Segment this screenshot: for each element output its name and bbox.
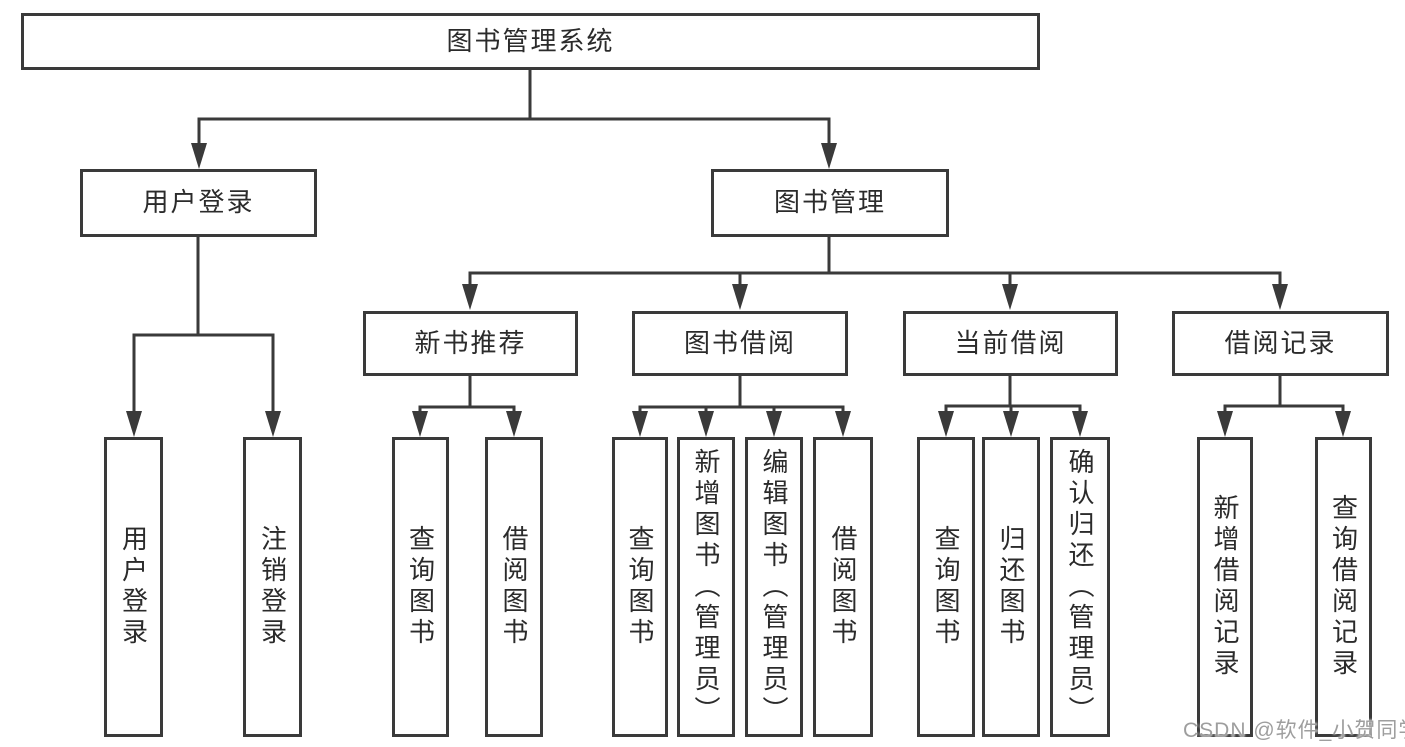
arrowhead-icon: [506, 411, 522, 437]
arrowhead-icon: [698, 411, 714, 437]
node-book-borrowing: 图书借阅: [632, 311, 848, 376]
arrowhead-icon: [835, 411, 851, 437]
leaf-confirm-return-admin: 确认归还（管理员）: [1050, 437, 1110, 737]
edge-bookborrow-to-leaves: [638, 374, 845, 430]
arrowhead-icon: [1272, 284, 1288, 310]
arrowhead-icon: [1335, 411, 1351, 437]
csdn-watermark: CSDN @软件_小贺同学: [1183, 719, 1405, 742]
arrowhead-icon: [1217, 411, 1233, 437]
leaf-return-books: 归还图书: [982, 437, 1040, 737]
arrowhead-icon: [732, 284, 748, 310]
leaf-borrow-books: 借阅图书: [813, 437, 873, 737]
edge-root-to-level2: [197, 68, 831, 162]
leaf-query-borrow-record: 查询借阅记录: [1315, 437, 1372, 737]
edge-records-to-leaves: [1223, 374, 1345, 430]
leaf-add-books-admin: 新增图书（管理员）: [677, 437, 735, 737]
arrowhead-icon: [265, 411, 281, 437]
leaf-borrow-books-recommend: 借阅图书: [485, 437, 543, 737]
node-library-management-system: 图书管理系统: [21, 13, 1040, 70]
arrowhead-icon: [938, 411, 954, 437]
leaf-logout: 注销登录: [243, 437, 302, 737]
leaf-query-books-current: 查询图书: [917, 437, 975, 737]
node-current-borrowing: 当前借阅: [903, 311, 1118, 376]
edge-userlogin-to-leaves: [132, 235, 275, 430]
edge-newbook-to-leaves: [418, 374, 516, 430]
arrowheads: [126, 143, 1351, 437]
leaf-query-books-borrow: 查询图书: [612, 437, 668, 737]
arrowhead-icon: [126, 411, 142, 437]
arrowhead-icon: [1002, 284, 1018, 310]
arrowhead-icon: [462, 284, 478, 310]
leaf-query-books-recommend: 查询图书: [392, 437, 449, 737]
leaf-add-borrow-record: 新增借阅记录: [1197, 437, 1253, 737]
arrowhead-icon: [412, 411, 428, 437]
leaf-user-login: 用户登录: [104, 437, 163, 737]
node-book-management: 图书管理: [711, 169, 949, 237]
arrowhead-icon: [821, 143, 837, 169]
edge-bookmgmt-to-level3: [468, 235, 1282, 302]
node-user-login: 用户登录: [80, 169, 317, 237]
arrowhead-icon: [191, 143, 207, 169]
node-new-book-recommendation: 新书推荐: [363, 311, 578, 376]
arrowhead-icon: [632, 411, 648, 437]
node-borrowing-records: 借阅记录: [1172, 311, 1389, 376]
arrowhead-icon: [1003, 411, 1019, 437]
leaf-edit-books-admin: 编辑图书（管理员）: [745, 437, 803, 737]
arrowhead-icon: [766, 411, 782, 437]
arrowhead-icon: [1072, 411, 1088, 437]
